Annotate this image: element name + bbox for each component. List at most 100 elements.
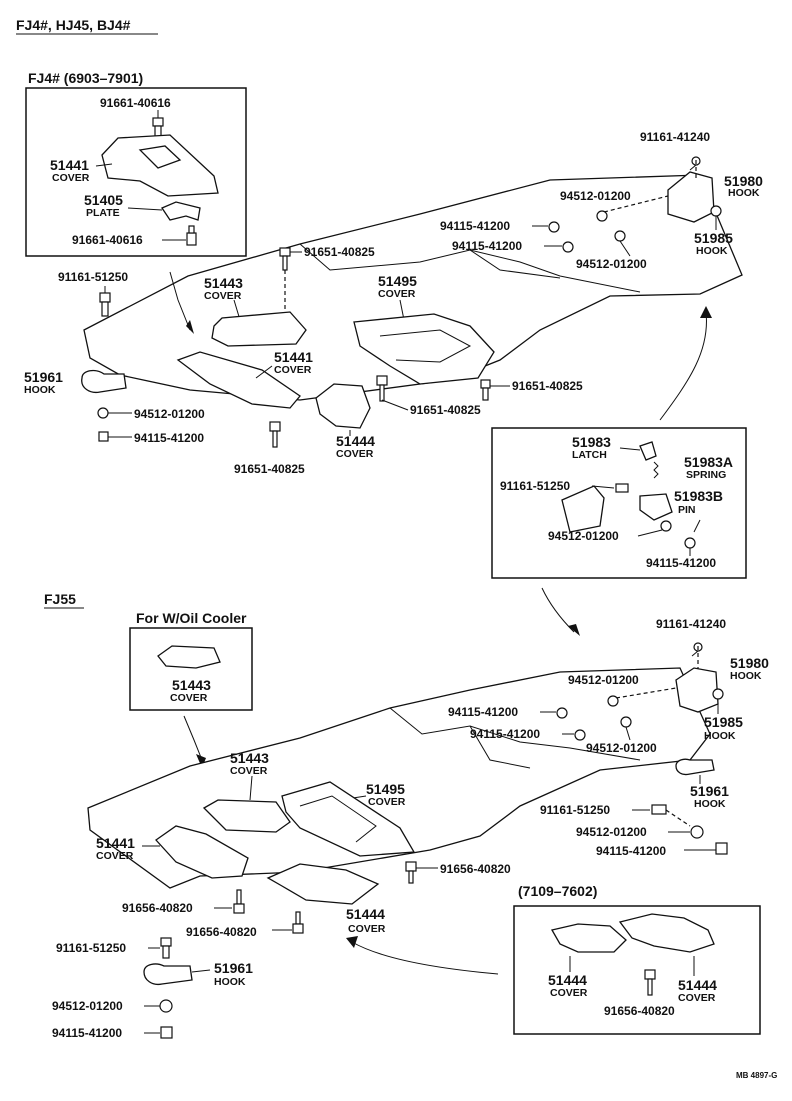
top-inset-label: FJ4# (6903–7901) [28,70,143,86]
nut-icon [684,537,696,549]
label-94115-41200-h: 94115-41200 [52,1026,122,1040]
num-51961-b: 51961 [690,783,729,799]
pin-shape [693,519,701,533]
nut-icon [556,707,568,719]
label-91161-51250-d: 91161-51250 [56,941,126,955]
oil-cooler-label: For W/Oil Cooler [136,610,247,626]
arrow-head [196,754,206,768]
leader [637,529,663,537]
num-51980-b: 51980 [730,655,769,671]
leader [625,726,631,741]
num-51495: 51495 [378,273,417,289]
label-91661-40616-b: 91661-40616 [72,233,143,247]
leader [255,365,273,379]
bolt-icon [233,889,245,914]
label-91161-51250: 91161-51250 [58,270,128,284]
nut-icon [98,431,109,442]
name-cover-51443-b: COVER [230,765,268,777]
name-cover-51441: COVER [274,364,312,376]
cover-51495-fj55-shape [281,781,416,857]
name-cover: COVER [52,172,90,184]
label-91651-40825-b: 91651-40825 [512,379,583,393]
label-94115-41200-d: 94115-41200 [646,556,716,570]
num-51495-b: 51495 [366,781,405,797]
dashed-leader [665,809,691,827]
label-94512-01200-g: 94512-01200 [576,825,647,839]
leader [95,163,113,167]
name-cover-51444: COVER [336,448,374,460]
num-51443-oil: 51443 [172,677,211,693]
leader [619,447,641,451]
name-hook-51985-b: HOOK [704,730,736,742]
nut-icon [620,716,632,728]
name-latch: LATCH [572,449,607,461]
name-cover-51441-b: COVER [96,850,134,862]
bolt-icon [376,375,388,402]
nut-icon [548,221,560,233]
nut-icon [159,999,173,1013]
num-51444-c: 51444 [548,972,587,988]
arrow-head [186,320,194,334]
num-51985-b: 51985 [704,714,743,730]
label-91651-40825: 91651-40825 [304,245,375,259]
bracket-shape [561,485,605,533]
nut-icon [660,520,672,532]
bolt-icon [292,911,304,934]
period-label: (7109–7602) [518,883,597,899]
diagram-title: FJ4#, HJ45, BJ4# [16,17,131,33]
bolt-icon [651,804,667,815]
cover-detail [379,329,472,363]
num-51961: 51961 [24,369,63,385]
label-94512-01200-b: 94512-01200 [576,257,647,271]
leader [591,485,615,489]
cover-detail [299,795,377,843]
nut-icon [574,729,586,741]
name-hook-51961-b: HOOK [694,798,726,810]
name-cover-51495: COVER [378,288,416,300]
arrow-head [700,306,712,318]
label-91656-40820-b: 91656-40820 [122,901,193,915]
bolt-icon [160,937,172,959]
label-94512-01200-c: 94512-01200 [134,407,205,421]
screw-icon [689,156,701,171]
num-51983: 51983 [572,434,611,450]
pin-bracket-shape [639,493,673,521]
nut-icon [607,695,619,707]
name-hook-b: HOOK [696,245,728,257]
arrow-line [659,311,708,421]
name-cover-oil: COVER [170,692,208,704]
nut-icon [614,230,626,242]
arrow-head [346,936,358,948]
label-94115-41200-c: 94115-41200 [134,431,204,445]
bolt-icon [186,225,197,246]
leader [127,207,163,211]
num-51983A: 51983A [684,454,733,470]
num-51980: 51980 [724,173,763,189]
nut-icon [160,1026,173,1039]
bolt-icon [710,205,722,217]
cover-51444-fj55-shape [266,863,380,905]
label-91651-40825-c: 91651-40825 [410,403,481,417]
name-hook-51961-c: HOOK [214,976,246,988]
latch-shape [639,441,657,461]
footer-code: MB 4897-G [736,1071,777,1080]
label-94115-41200-g: 94115-41200 [596,844,666,858]
cover-cutout [138,145,182,169]
label-91161-41240-b: 91161-41240 [656,617,726,631]
plate-51405-shape [161,201,201,221]
bolt-icon [405,861,417,884]
label-91656-40820-c: 91656-40820 [186,925,257,939]
label-94512-01200: 94512-01200 [560,189,631,203]
leader [191,969,211,973]
num-51444: 51444 [336,433,375,449]
arrow-line [169,271,191,331]
label-91161-51250-b: 91161-51250 [500,479,570,493]
cover-51444-left-shape [551,923,627,953]
label-94512-01200-h: 94512-01200 [52,999,123,1013]
cover-51443-fj55-shape [202,799,291,833]
num-51961-c: 51961 [214,960,253,976]
num-51405: 51405 [84,192,123,208]
name-cover-51443: COVER [204,290,242,302]
bolt-icon [644,969,656,996]
